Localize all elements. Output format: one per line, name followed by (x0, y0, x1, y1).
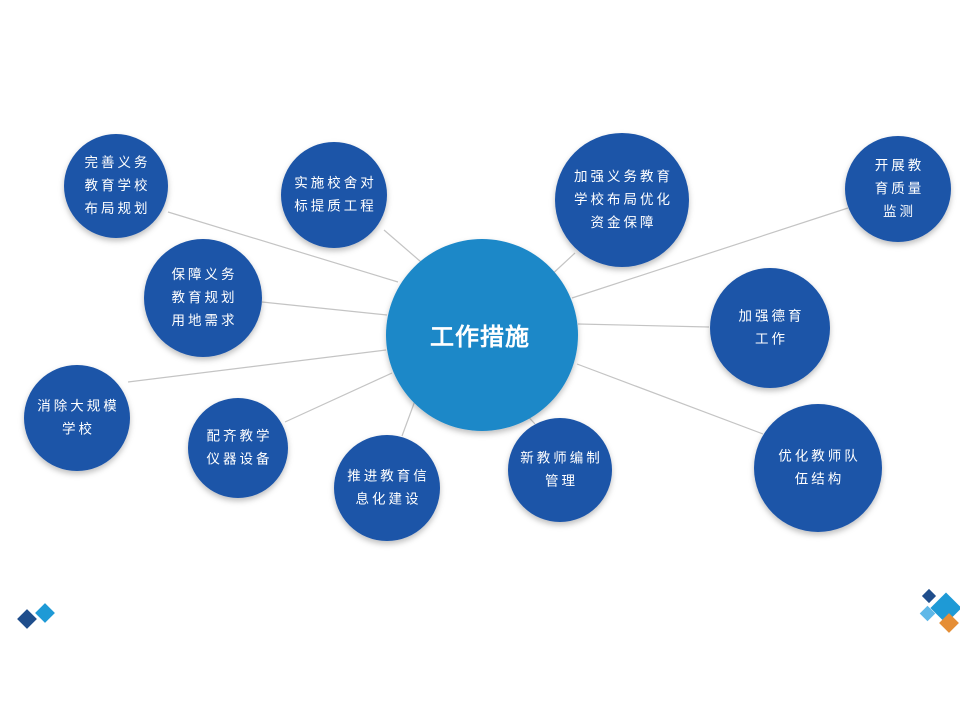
measure-node-label: 管理 (545, 474, 578, 490)
measure-node-label: 资金保障 (591, 215, 657, 231)
measure-node-circle (555, 133, 689, 267)
connector-line (577, 323, 710, 328)
connector-line (261, 301, 388, 316)
measure-node-label: 育质量 (875, 181, 925, 197)
connector-line (127, 349, 387, 383)
measure-node-circle (64, 134, 168, 238)
measure-node-label: 消除大规模 (37, 399, 120, 415)
measure-node-label: 优化教师队 (778, 449, 861, 465)
measure-node-label: 学校 (62, 421, 95, 438)
measure-node-label: 工作 (755, 332, 788, 348)
measure-node-label: 监测 (883, 204, 916, 220)
measure-node-label: 推进教育信 (347, 469, 430, 485)
measure-node-circle (334, 435, 440, 541)
measure-node-circle (754, 404, 882, 532)
center-node-label: 工作措施 (430, 323, 530, 351)
measure-node-label: 仪器设备 (207, 451, 273, 468)
measure-node-label: 教育学校 (85, 177, 151, 194)
measure-node-label: 息化建设 (356, 491, 422, 508)
measure-node-circle (508, 418, 612, 522)
center-node: 工作措施 (386, 239, 578, 431)
measure-node-circle (144, 239, 262, 357)
measure-node-label: 实施校舍对 (294, 175, 377, 192)
connector-line (401, 397, 417, 437)
measure-node-label: 完善义务 (85, 155, 151, 171)
measure-node-label: 学校布局优化 (574, 191, 673, 208)
measure-node-label: 加强德育 (739, 309, 805, 325)
connector-lines (127, 207, 849, 437)
connector-line (167, 211, 399, 283)
connector-line (284, 372, 393, 423)
measure-node-label: 加强义务教育 (574, 169, 673, 185)
connector-line (576, 363, 764, 435)
measure-node-circle (281, 142, 387, 248)
measure-node-label: 教育规划 (172, 290, 238, 306)
measure-node-circle (845, 136, 951, 242)
measure-node-label: 新教师编制 (520, 451, 603, 467)
measure-node-label: 开展教 (875, 158, 925, 174)
measure-node-label: 标提质工程 (294, 199, 377, 215)
measure-node-circle (710, 268, 830, 388)
measure-node-label: 用地需求 (172, 313, 238, 329)
measure-node-label: 伍结构 (795, 472, 845, 488)
measure-node-label: 配齐教学 (207, 429, 273, 445)
measure-node-circle (188, 398, 288, 498)
measure-node-label: 保障义务 (172, 267, 238, 283)
connector-line (571, 207, 849, 299)
measure-node-circle (24, 365, 130, 471)
measure-node-label: 布局规划 (85, 201, 151, 217)
center-node-circle (386, 239, 578, 431)
